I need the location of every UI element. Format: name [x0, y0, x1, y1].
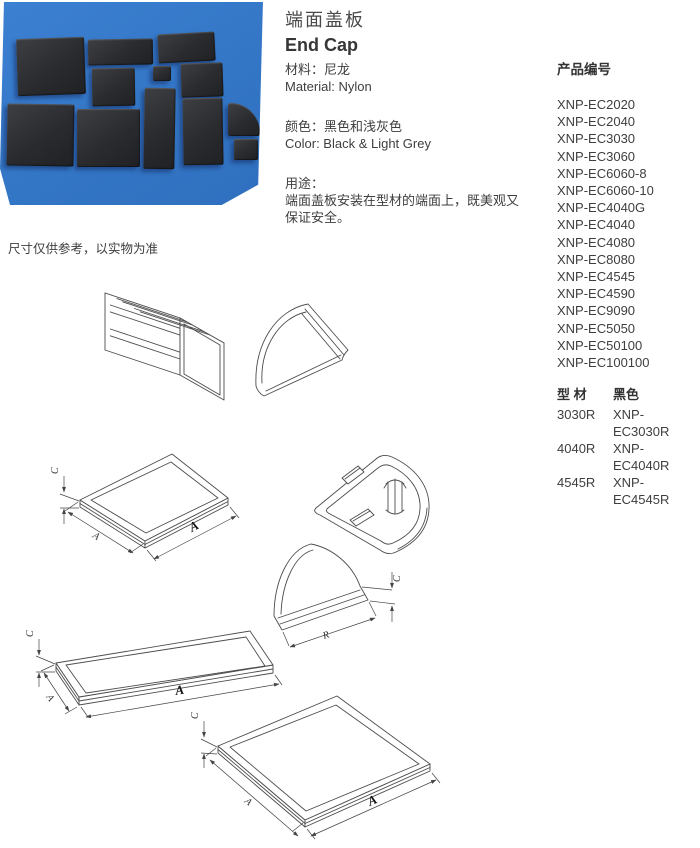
col-profile: 型 材	[557, 387, 587, 403]
end-cap-photo-square-large	[77, 109, 140, 167]
table-row: 4545R XNP-EC4545R	[557, 474, 700, 508]
drawing-square-cap-dimensioned: C A A	[50, 453, 240, 562]
end-cap-photo-square-medium	[91, 67, 136, 107]
drawing-round-end-cap	[255, 303, 349, 397]
profile-cell: 4040R	[557, 441, 596, 457]
end-cap-photo-square-medium	[180, 62, 224, 98]
profile-cell: 4545R	[557, 475, 596, 491]
dim-label-c: C	[392, 575, 403, 582]
end-cap-photo-square-large	[6, 103, 75, 167]
product-number-item: XNP-EC50100	[557, 337, 643, 353]
product-number-item: XNP-EC4545	[557, 269, 636, 285]
dim-label-a: A	[43, 692, 57, 705]
material-label-en: Material: Nylon	[285, 79, 372, 94]
size-disclaimer: 尺寸仅供参考，以实物为准	[8, 242, 159, 256]
col-black: 黑色	[613, 387, 640, 403]
code-cell: XNP-EC3030R	[613, 407, 670, 440]
product-number-item: XNP-EC2040	[557, 114, 636, 130]
product-number-item: XNP-EC5050	[557, 320, 636, 336]
end-cap-photo-square-small	[153, 66, 171, 81]
product-number-item: XNP-EC4590	[557, 286, 636, 302]
color-label-zh: 颜色：黑色和浅灰色	[285, 119, 403, 134]
spec-material: 材料：尼龙 Material: Nylon	[285, 61, 372, 95]
dim-label-r: R	[320, 629, 330, 642]
end-cap-photo-square-large	[16, 36, 86, 97]
end-cap-photo-rect-tall	[182, 97, 224, 166]
page-header: 端面盖板 End Cap	[285, 6, 365, 56]
dim-label-a: A	[90, 530, 103, 544]
product-number-item: XNP-EC9090	[557, 303, 636, 319]
drawing-large-square-cap-dimensioned: C A A	[190, 695, 441, 840]
product-number-item: XNP-EC2020	[557, 97, 636, 112]
dim-label-c: C	[25, 630, 36, 637]
code-cell: XNP-EC4545R	[613, 475, 670, 508]
page-title-en: End Cap	[285, 35, 359, 55]
usage-line: 保证安全。	[285, 210, 351, 225]
radius-cap-table: 型 材 黑色 3030R XNP-EC3030R 4040R XNP-EC404…	[557, 384, 700, 508]
product-number-item: XNP-EC4080	[557, 234, 636, 250]
end-cap-photo-square-small	[234, 139, 258, 160]
product-number-item: XNP-EC3060	[557, 148, 636, 164]
radius-cap-table-header: 型 材 黑色	[557, 384, 700, 403]
end-cap-photo-quarter-round	[228, 103, 260, 136]
drawing-profile-with-end-cap	[104, 292, 225, 401]
usage-heading: 用途：	[285, 176, 325, 191]
material-label-zh: 材料：尼龙	[285, 62, 351, 77]
product-number-item: XNP-EC6060-8	[557, 165, 647, 181]
product-photo	[0, 2, 263, 205]
page-title-zh: 端面盖板	[285, 10, 365, 30]
table-row: 4040R XNP-EC4040R	[557, 440, 700, 474]
product-number-item: XNP-EC100100	[557, 355, 650, 371]
profile-cell: 3030R	[557, 407, 596, 423]
spec-color: 颜色：黑色和浅灰色 Color: Black & Light Grey	[285, 118, 431, 152]
dim-label-c: C	[50, 467, 61, 474]
end-cap-photo-rect-wide	[157, 31, 216, 64]
end-cap-photo-rect-wide	[87, 38, 154, 66]
product-number-item: XNP-EC4040	[557, 217, 636, 233]
end-cap-photo-rect-tall	[143, 87, 176, 170]
usage-line: 端面盖板安装在型材的端面上，既美观又	[285, 193, 520, 208]
drawing-corner-cap-rear	[314, 454, 430, 555]
product-number-item: XNP-EC3030	[557, 131, 636, 147]
code-cell: XNP-EC4040R	[613, 441, 670, 474]
product-number-item: XNP-EC8080	[557, 251, 636, 267]
product-number-item: XNP-EC6060-10	[557, 183, 654, 199]
drawing-quarter-cap-dimensioned: R C	[273, 543, 403, 648]
color-label-en: Color: Black & Light Grey	[285, 136, 431, 151]
product-number-heading: 产品编号	[557, 62, 611, 77]
dim-label-a: A	[241, 795, 254, 809]
table-row: 3030R XNP-EC3030R	[557, 406, 700, 440]
usage-block: 用途： 端面盖板安装在型材的端面上，既美观又 保证安全。	[285, 175, 535, 226]
dim-label-c: C	[190, 712, 201, 719]
product-number-item: XNP-EC4040G	[557, 200, 646, 216]
dim-label-a-bold: A	[173, 682, 185, 699]
drawing-long-rect-cap-dimensioned: C A A	[25, 630, 283, 719]
radius-cap-table-body: 3030R XNP-EC3030R 4040R XNP-EC4040R 4545…	[557, 406, 700, 508]
